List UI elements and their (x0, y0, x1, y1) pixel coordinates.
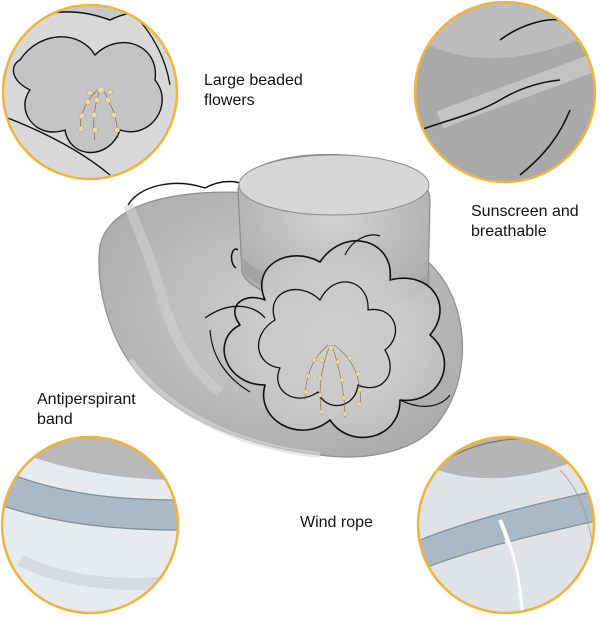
label-line: band (37, 411, 73, 428)
label-line: Wind rope (300, 514, 373, 531)
label-sunscreen-breathable: Sunscreen and breathable (471, 202, 579, 242)
hat-beads (303, 344, 363, 419)
label-line: breathable (471, 223, 547, 240)
hat-crown-top (238, 154, 430, 216)
hat-ruffle-back (127, 180, 251, 206)
label-wind-rope: Wind rope (300, 513, 373, 533)
label-line: flowers (204, 92, 255, 109)
detail-circle-wind-rope (416, 435, 596, 615)
detail-circle-antiperspirant-band (0, 435, 180, 615)
label-antiperspirant-band: Antiperspirant band (37, 390, 136, 430)
label-large-beaded-flowers: Large beaded flowers (204, 71, 303, 111)
detail-circle-sunscreen (413, 0, 597, 184)
label-line: Antiperspirant (37, 391, 136, 408)
hat-main-image (98, 153, 463, 458)
label-line: Sunscreen and (471, 203, 579, 220)
label-line: Large beaded (204, 72, 303, 89)
detail-circle-beaded-flowers (1, 3, 179, 181)
hat-flower (204, 234, 451, 439)
